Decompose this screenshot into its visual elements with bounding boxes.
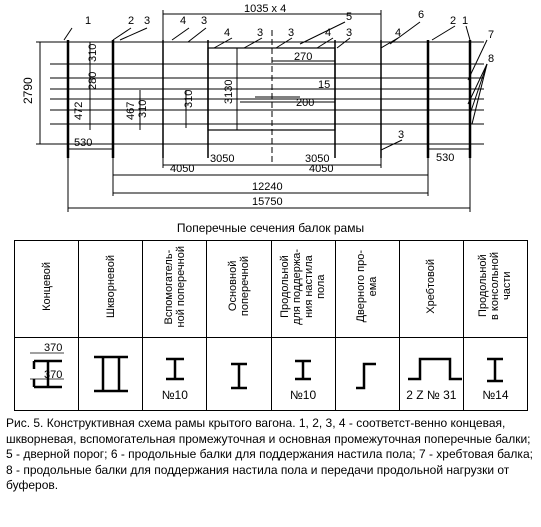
callout-4: 4 [180,15,186,27]
dim-3050-right: 3050 [305,153,329,165]
callout-4b: 4 [224,27,230,39]
dim-15: 15 [318,79,330,91]
dim-12240: 12240 [252,181,283,193]
callout-4d: 4 [395,27,401,39]
callout-3e: 3 [346,27,352,39]
callout-5: 5 [346,11,352,23]
callout-2r: 2 [450,15,456,27]
z-profile-section-icon [407,357,462,381]
callout-4c: 4 [325,27,331,39]
callout-1: 1 [85,15,91,27]
callout-6: 6 [418,9,424,21]
dim-530-right: 530 [436,152,454,164]
col-center-sill: Хребтовой [398,240,464,338]
dim-370-top: 370 [44,342,62,354]
callout-3d: 3 [288,27,294,39]
frame-scheme-drawing: 1 2 3 4 3 4 3 3 4 5 6 2 1 7 8 3 4 1035 x… [21,3,494,212]
beam-sections-table: Концевой Шкворневой Вспомогатель- ной по… [13,240,529,411]
i-beam-section-icon [487,357,504,383]
end-beam-section-icon: 370 370 [29,342,64,389]
section-door-opening [334,337,400,411]
figure-caption: Рис. 5. Конструктивная схема рамы крытог… [6,416,533,492]
callout-1r: 1 [462,15,468,27]
dim-310-c: 310 [183,90,195,108]
dim-310-a: 310 [87,44,99,62]
section-end-beam: 370 370 [13,337,80,411]
bolster-beam-section-icon [93,355,128,393]
dim-2790: 2790 [21,77,35,104]
sections-drawing-row: 370 370 №10 [13,337,529,411]
section-auxiliary-beam: №10 [142,337,208,411]
col-door-opening: Дверного про- ема [334,240,400,338]
i-beam-section-icon [165,357,184,381]
callout-3-low: 3 [398,129,404,141]
door-sill-section-icon [356,362,377,390]
col-main-beam: Основной поперечной [206,240,272,338]
section-label-floor: №10 [289,388,317,402]
i-beam-section-icon [295,359,312,381]
dim-270: 270 [294,51,312,63]
dim-1035x4: 1035 x 4 [244,3,286,15]
dim-15750: 15750 [252,196,283,208]
col-cantilever-longitudinal: Продольной в консольной части [462,240,529,338]
col-bolster-beam: Шкворневой [78,240,144,338]
callout-3c: 3 [257,27,263,39]
col-floor-longitudinal: Продольной для поддержа- ния настила пол… [270,240,336,338]
callout-7: 7 [488,29,494,41]
col-end-beam: Концевой [13,240,80,338]
section-bolster-beam [78,337,144,411]
section-main-beam [206,337,272,411]
i-beam-section-icon [230,362,247,390]
callout-2: 2 [128,15,134,27]
section-floor-longitudinal: №10 [270,337,336,411]
sections-header-row: Концевой Шкворневой Вспомогатель- ной по… [13,240,529,338]
section-cantilever-longitudinal: №14 [462,337,529,411]
section-label-aux: №10 [161,388,188,402]
dim-310-b: 310 [137,100,149,118]
dim-3130: 3130 [223,80,235,104]
callout-8: 8 [488,53,494,65]
col-auxiliary-beam: Вспомогатель- ной поперечной [142,240,208,338]
section-label-center-sill: 2 Z № 31 [406,388,457,402]
dim-472: 472 [73,102,85,120]
dim-280: 280 [87,72,99,90]
section-center-sill: 2 Z № 31 [398,337,464,411]
sections-title: Поперечные сечения балок рамы [176,221,365,235]
dim-467: 467 [125,102,137,120]
dim-530-left: 530 [74,137,92,149]
dim-370-bottom: 370 [44,369,62,381]
dim-200: 200 [296,97,314,109]
callout-3: 3 [144,15,150,27]
dim-3050-left: 3050 [210,153,234,165]
dim-4050-right: 4050 [309,163,333,175]
section-label-cantilever: №14 [482,388,509,402]
callout-3b: 3 [201,15,207,27]
dim-4050-left: 4050 [170,163,194,175]
